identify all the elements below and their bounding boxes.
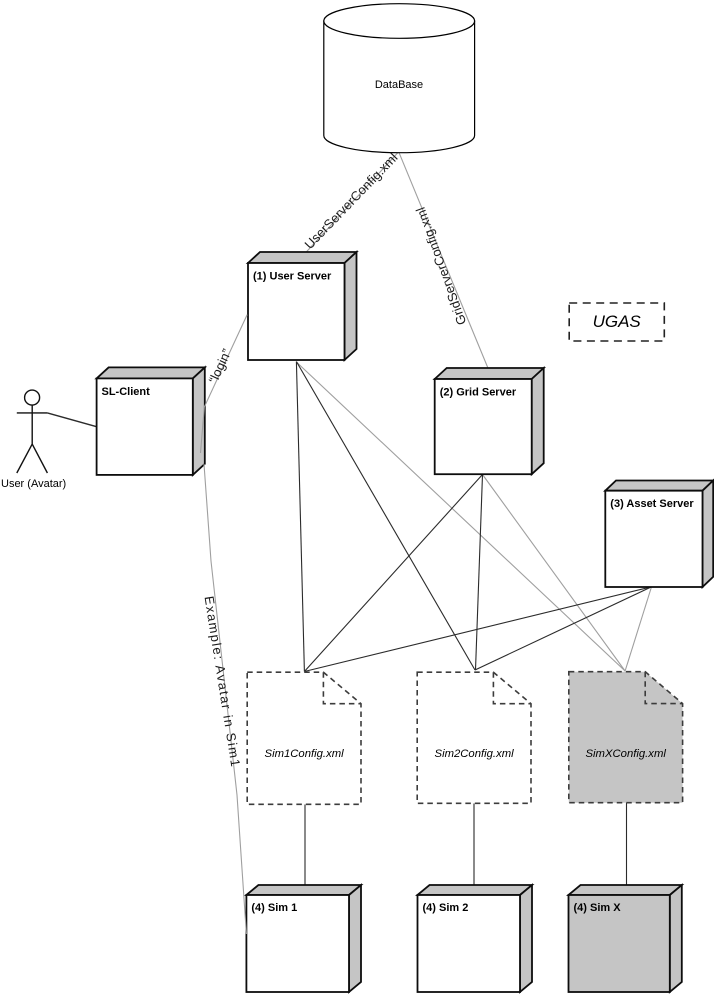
svg-text:Sim1Config.xml: Sim1Config.xml bbox=[265, 748, 345, 760]
svg-text:(2) Grid Server: (2) Grid Server bbox=[440, 387, 517, 399]
svg-text:SimXConfig.xml: SimXConfig.xml bbox=[586, 748, 667, 760]
svg-text:(4) Sim 1: (4) Sim 1 bbox=[251, 902, 297, 914]
svg-text:(3) Asset Server: (3) Asset Server bbox=[610, 498, 694, 510]
svg-text:DataBase: DataBase bbox=[375, 79, 423, 91]
svg-text:User (Avatar): User (Avatar) bbox=[1, 478, 66, 490]
svg-text:(1) User Server: (1) User Server bbox=[253, 271, 332, 283]
svg-text:SL-Client: SL-Client bbox=[102, 386, 151, 398]
svg-text:(4) Sim X: (4) Sim X bbox=[574, 902, 622, 914]
svg-text:Sim2Config.xml: Sim2Config.xml bbox=[435, 748, 515, 760]
svg-text:UGAS: UGAS bbox=[593, 312, 642, 331]
svg-text:(4) Sim 2: (4) Sim 2 bbox=[423, 902, 469, 914]
